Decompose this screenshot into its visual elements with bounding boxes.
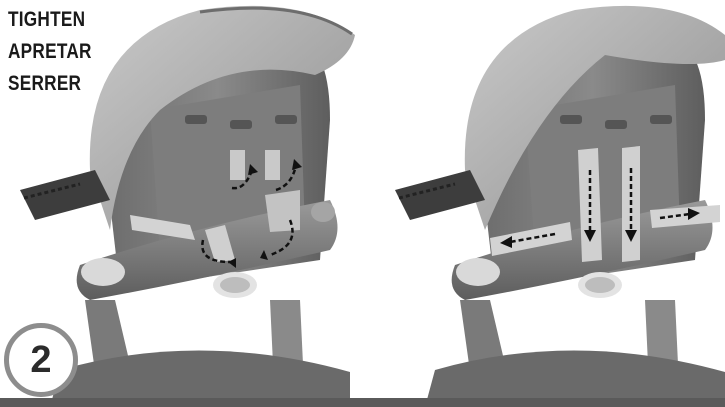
right-chair xyxy=(395,6,725,407)
label-tighten-en: TIGHTEN xyxy=(8,4,92,36)
label-tighten-es: APRETAR xyxy=(8,36,92,68)
label-tighten-fr: SERRER xyxy=(8,68,92,100)
step-number-badge: 2 xyxy=(4,323,78,397)
instruction-labels: TIGHTEN APRETAR SERRER xyxy=(8,4,110,100)
step-number: 2 xyxy=(30,339,51,382)
bottom-divider xyxy=(0,398,725,407)
